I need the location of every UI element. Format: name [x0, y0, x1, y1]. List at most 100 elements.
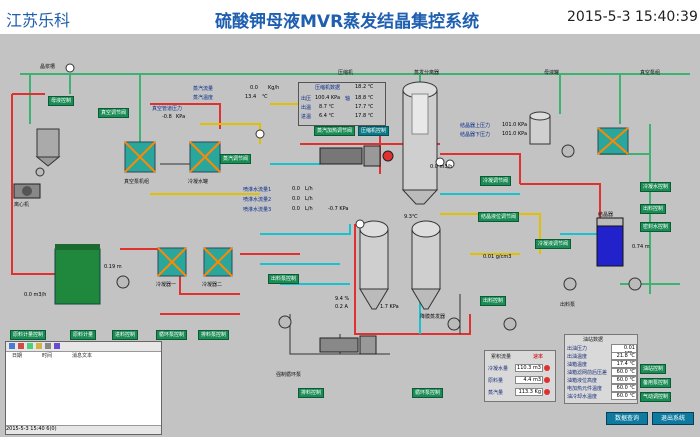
rate-title: 速率	[533, 354, 544, 360]
spray2-label: 喷淋水流量2	[243, 197, 272, 203]
spray3-label: 喷淋水流量3	[243, 207, 272, 213]
spray1-value: 0.0	[292, 186, 300, 192]
raw-meter-button[interactable]: 原料计量	[70, 330, 97, 340]
station-row-value: 60.0 ℃	[611, 368, 637, 376]
seal-water-button[interactable]: 密封水控制	[640, 222, 672, 232]
alarm-header-time: 时间	[42, 353, 53, 359]
cryst-upper-label: 结晶器上压力	[460, 123, 491, 129]
equipment-tag: 出料泵	[560, 302, 576, 308]
equipment-tag: 离心机	[14, 202, 30, 208]
acc-row-label: 冷凝水量	[488, 366, 509, 372]
equipment-tag: 结晶器	[598, 212, 614, 218]
evap-temp-reading: 9.3℃	[404, 214, 418, 220]
vacuum-pressure-unit: KPa	[176, 114, 186, 120]
standby-pump-button[interactable]: 备用泵控制	[640, 378, 672, 388]
oil-station-button[interactable]: 油站控制	[640, 364, 667, 374]
equipment-tag: 冷凝器一	[156, 282, 177, 288]
equipment-tag: 压缩机	[338, 70, 354, 76]
feed-control-button[interactable]: 出料控制	[640, 204, 667, 214]
compressor-row-v2: 17.7 ℃	[355, 104, 374, 110]
compressor-row-unit: 轴	[345, 96, 351, 102]
mother-liquor-button[interactable]: 母液控制	[48, 96, 75, 106]
equipment-tag: 冷凝器二	[202, 282, 223, 288]
feed-in-button[interactable]: 进料控制	[112, 330, 139, 340]
equipment-tag: 蒸发分离器	[414, 70, 440, 76]
station-row-value: 60.0 ℃	[611, 392, 637, 400]
data-query-button[interactable]: 数据查询	[606, 412, 648, 425]
spray3-value: 0.0	[292, 206, 300, 212]
acc-row-value: 113.3 Kg	[515, 388, 543, 396]
rate-indicator	[544, 377, 550, 383]
acc-row-label: 蒸汽量	[488, 390, 504, 396]
accumulated-title: 累积流量	[491, 354, 512, 360]
ack-icon[interactable]	[9, 343, 15, 349]
steam-temp-label: 蒸汽温度	[193, 95, 214, 101]
cryst-lower-label: 结晶器下压力	[460, 132, 491, 138]
compressor-row-v2: 18.8 ℃	[355, 95, 374, 101]
page-title: 硫酸钾母液MVR蒸发结晶集控系统	[215, 12, 480, 32]
compressor-row-v2: 17.8 ℃	[355, 113, 374, 119]
rate-indicator	[544, 365, 550, 371]
circ-pump-button[interactable]: 循环泵控制	[412, 388, 444, 398]
station-title: 油站数据	[583, 337, 604, 343]
level2-reading: 0.2 A	[335, 304, 348, 310]
oil-station-panel: 油站数据 出油压力 0.01 MPa 出油温度 21.8 ℃ 油箱温度 17.4…	[564, 334, 638, 404]
company-name: 江苏乐科	[6, 11, 71, 30]
circulation-pump-button[interactable]: 循环泵控制	[156, 330, 188, 340]
rate-indicator	[544, 389, 550, 395]
outflow-pump-button[interactable]: 出料泵控制	[268, 274, 300, 284]
raw-metering-button[interactable]: 原料计量控制	[10, 330, 47, 340]
cryst-lower-value: 101.0 KPa	[502, 131, 528, 137]
steam-heat-valve-button[interactable]: 蒸汽加热调节阀	[314, 126, 356, 136]
vacuum-valve-button[interactable]: 真空调节阀	[98, 108, 130, 118]
alarm-icon[interactable]	[18, 343, 24, 349]
spray1-unit: L/h	[305, 186, 313, 192]
compressor-title: 压缩机数据	[315, 85, 341, 91]
drain-control-button[interactable]: 排料控制	[298, 388, 325, 398]
outflow-control-button[interactable]: 出料控制	[480, 296, 507, 306]
print-icon[interactable]	[45, 343, 51, 349]
spray2-value: 0.0	[292, 196, 300, 202]
process-canvas: 压缩机数据 18.2 ℃ 出压 100.4 KPa 轴 18.8 ℃ 出温 8.…	[0, 34, 700, 437]
station-row-label: 油箱滤网前后压差	[567, 370, 608, 376]
station-row-label: 油箱温度	[567, 362, 588, 368]
equipment-tag: 冷凝水罐	[188, 179, 209, 185]
condensate-valve-button[interactable]: 冷凝调节阀	[480, 176, 512, 186]
station-row-value: 60.0 ℃	[611, 376, 637, 384]
pump-flow-reading: 0.0 m3/h	[24, 292, 47, 298]
discharge-pump-button[interactable]: 排料泵控制	[198, 330, 230, 340]
steam-temp-unit: ℃	[262, 94, 268, 100]
acc-row-label: 原料量	[488, 378, 504, 384]
pneumatic-button[interactable]: 气动调控制	[640, 392, 672, 402]
process-diagram	[11, 63, 690, 355]
clock: 2015-5-3 15:40:39	[567, 9, 698, 25]
settings-icon[interactable]	[54, 343, 60, 349]
filter-icon[interactable]	[27, 343, 33, 349]
acc-row-value: 4.4 m3	[515, 376, 543, 384]
compressor-row-label: 出压	[301, 96, 312, 102]
condensate-liquid-valve-button[interactable]: 冷凝液调节阀	[535, 239, 572, 249]
condensate-water-button[interactable]: 冷凝水控制	[640, 182, 672, 192]
equipment-tag: 真空泵组	[640, 70, 661, 76]
header-bar: 江苏乐科 硫酸钾母液MVR蒸发结晶集控系统 2015-5-3 15:40:39	[0, 0, 700, 34]
steam-flow-label: 蒸汽流量	[193, 86, 214, 92]
steam-valve-button[interactable]: 蒸汽调节阀	[220, 154, 252, 164]
compressor-row-v1: 6.4 ℃	[319, 113, 335, 119]
compressor-control-button[interactable]: 压缩机控制	[358, 126, 390, 136]
sort-icon[interactable]	[36, 343, 42, 349]
equipment-tag: 真空泵机组	[124, 179, 150, 185]
equipment-tag: 降膜蒸发器	[420, 314, 446, 320]
station-row-value: 17.4 ℃	[611, 360, 637, 368]
level-valve-button[interactable]: 结晶液位调节阀	[478, 212, 520, 222]
exit-system-button[interactable]: 退出系统	[652, 412, 694, 425]
station-row-value: 21.8 ℃	[611, 352, 637, 360]
level1-reading: 9.4 %	[335, 296, 350, 302]
compressor-row-label: 进温	[301, 114, 312, 120]
equipment-tag: 强制循环泵	[276, 372, 302, 378]
alarm-header-text: 消息文本	[72, 353, 93, 359]
compressor-row-v1: 100.4 KPa	[315, 95, 341, 101]
compressor-row-label: 出温	[301, 105, 312, 111]
vacuum-pressure-value: -0.8	[162, 114, 172, 120]
steam-temp-value: 13.4	[245, 94, 257, 100]
pump-flow2-reading: 0.0 m3/h	[430, 164, 453, 170]
